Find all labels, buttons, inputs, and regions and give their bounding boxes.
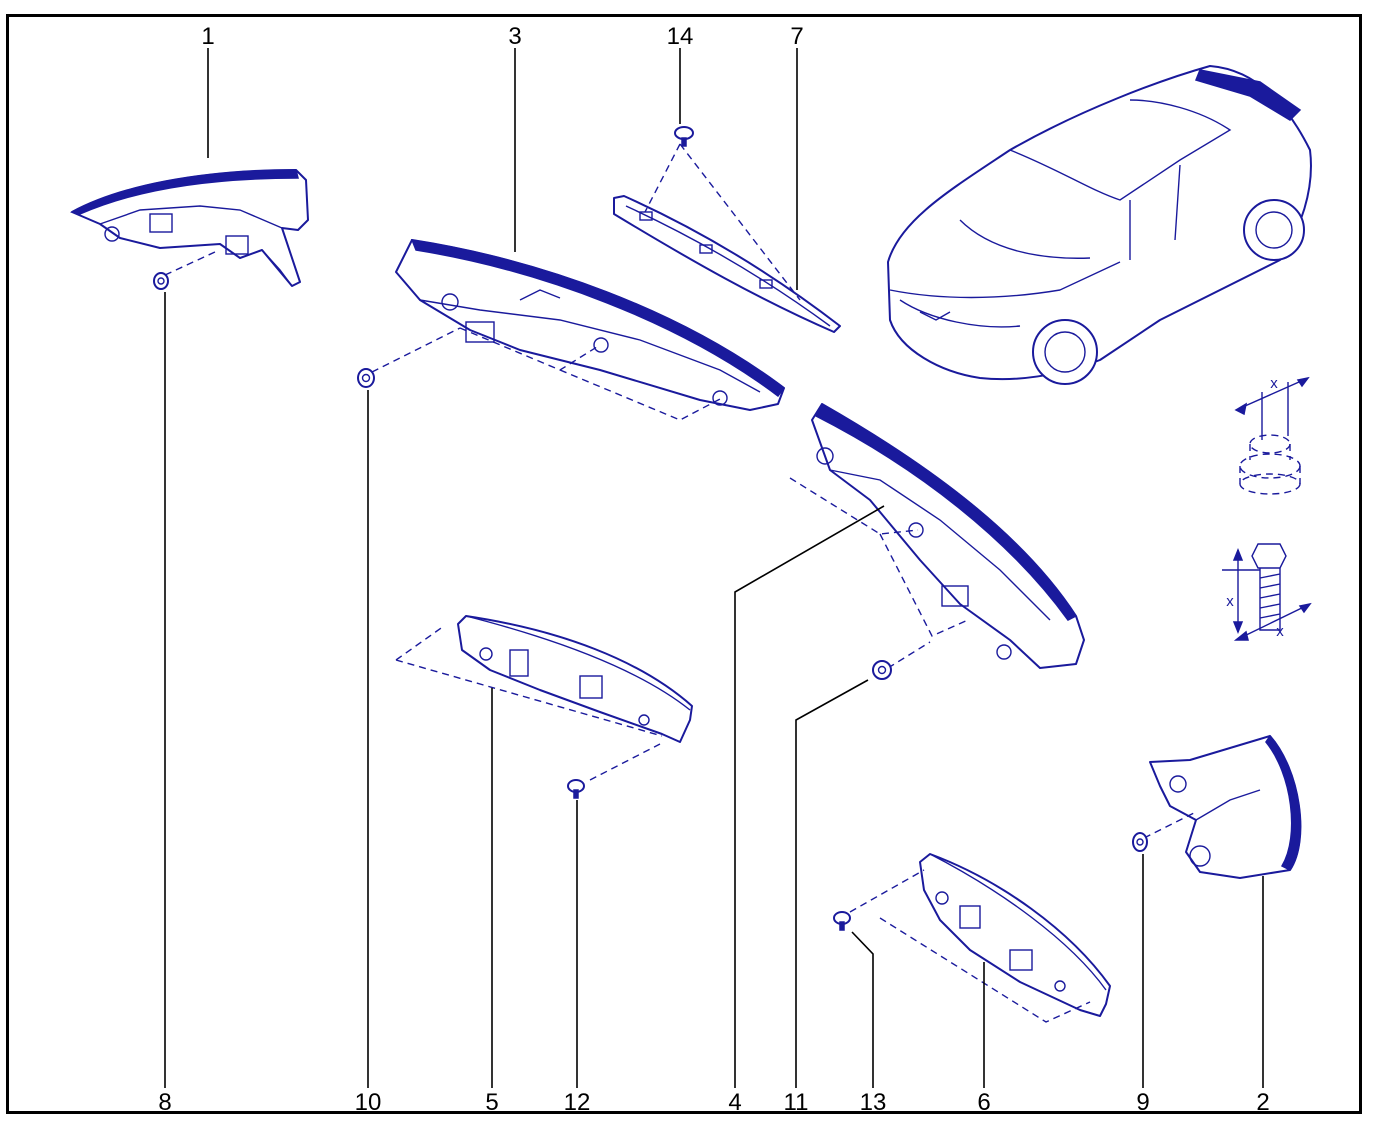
part-12-screw	[567, 779, 585, 799]
dimension-label-x-1: x	[1270, 375, 1278, 392]
part-3-fixing-lines	[371, 327, 723, 421]
callout-7: 7	[790, 23, 803, 50]
callout-4: 4	[728, 1089, 741, 1116]
part-5-fixing-lines	[395, 625, 663, 781]
part-10-nut	[357, 368, 375, 388]
part-5-lower-module	[457, 615, 693, 743]
part-2-fixing-line	[1143, 811, 1197, 839]
part-13-screw	[833, 911, 851, 931]
leader-lines	[164, 48, 1264, 1088]
callout-10: 10	[355, 1089, 382, 1116]
callout-12: 12	[564, 1089, 591, 1116]
part-1-fixing-line	[164, 251, 216, 276]
part-6-lower-module	[919, 853, 1111, 1017]
diagram-frame	[6, 14, 1362, 1114]
part-8-nut	[153, 272, 169, 290]
dimension-symbol-nut: x	[1234, 375, 1310, 495]
part-4-light-bar	[811, 402, 1085, 669]
callout-3: 3	[508, 23, 521, 50]
callout-6: 6	[977, 1089, 990, 1116]
callout-11: 11	[784, 1089, 809, 1116]
dimension-label-x-3: x	[1276, 623, 1284, 640]
vehicle-illustration	[887, 65, 1312, 385]
callout-2: 2	[1256, 1089, 1269, 1116]
callout-9: 9	[1136, 1089, 1149, 1116]
part-11-fixing-line	[887, 641, 931, 669]
part-3-centre-light-bar	[395, 239, 786, 411]
part-2-right-lamp	[1149, 734, 1302, 879]
part-7-trim-strip	[613, 195, 841, 333]
part-1-left-lamp	[69, 169, 309, 287]
callout-13: 13	[860, 1089, 887, 1116]
dimension-label-x-2: x	[1226, 593, 1234, 610]
dimension-symbol-bolt: x x	[1222, 543, 1312, 641]
part-9-nut	[1132, 832, 1148, 852]
part-4-fixing-lines	[789, 477, 969, 637]
part-14-fixing-lines	[644, 143, 801, 301]
part-6-fixing-lines	[849, 869, 1091, 1023]
callout-1: 1	[201, 23, 214, 50]
callout-8: 8	[158, 1089, 171, 1116]
part-14-screw	[674, 126, 694, 147]
callout-numbers: 1 3 14 7 8 10 5 12 4 11 13 6 9 2	[158, 23, 1269, 1116]
callout-5: 5	[485, 1089, 498, 1116]
callout-14: 14	[667, 23, 694, 50]
part-11-nut	[872, 660, 892, 680]
